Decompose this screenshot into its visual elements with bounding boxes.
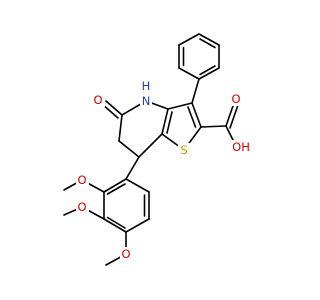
thiophene-ring [161, 102, 202, 151]
bond [191, 78, 200, 104]
hydroxyl-label: OH [232, 140, 250, 154]
methoxy-oxygen-label-2: O [77, 200, 86, 214]
nh-hydrogen-label: H [142, 79, 151, 93]
bond [106, 216, 126, 229]
bond [199, 65, 216, 76]
bond [167, 102, 193, 110]
bond [125, 178, 150, 193]
bond [125, 218, 150, 233]
bond [166, 111, 173, 134]
bond [198, 33, 220, 46]
bond [187, 106, 197, 128]
sulfur-label: S [180, 143, 187, 157]
bond [198, 67, 220, 80]
methoxy-oxygen-label-1: O [77, 173, 86, 187]
structure-canvas: O H N S O OH O O O [63, 33, 252, 266]
bond [138, 133, 163, 158]
methoxy-oxygen-label-3: O [121, 247, 130, 261]
lactam-ring [118, 100, 169, 158]
bond [161, 108, 169, 135]
bond [103, 178, 127, 193]
bond [103, 218, 127, 233]
bond [118, 140, 140, 158]
bond [118, 114, 123, 142]
bond [105, 100, 123, 116]
carbonyl-oxygen-label: O [93, 93, 102, 107]
bond [229, 104, 239, 129]
molecule-diagram: O H N S O OH O O O [63, 33, 252, 266]
atom-labels: O H N S O OH O O O [76, 79, 252, 261]
bond [178, 67, 200, 80]
bond [125, 156, 140, 180]
bond [191, 102, 202, 128]
carboxyl-oxygen-label: O [231, 92, 240, 106]
bond [178, 33, 200, 46]
carboxylic-acid [200, 102, 239, 145]
bond [106, 183, 126, 195]
bond [199, 38, 216, 49]
trimethoxyphenyl-ring [103, 178, 150, 233]
bond [225, 102, 235, 127]
bond [200, 125, 227, 128]
phenyl-ring [178, 33, 220, 80]
nitrogen-label: N [142, 94, 151, 108]
